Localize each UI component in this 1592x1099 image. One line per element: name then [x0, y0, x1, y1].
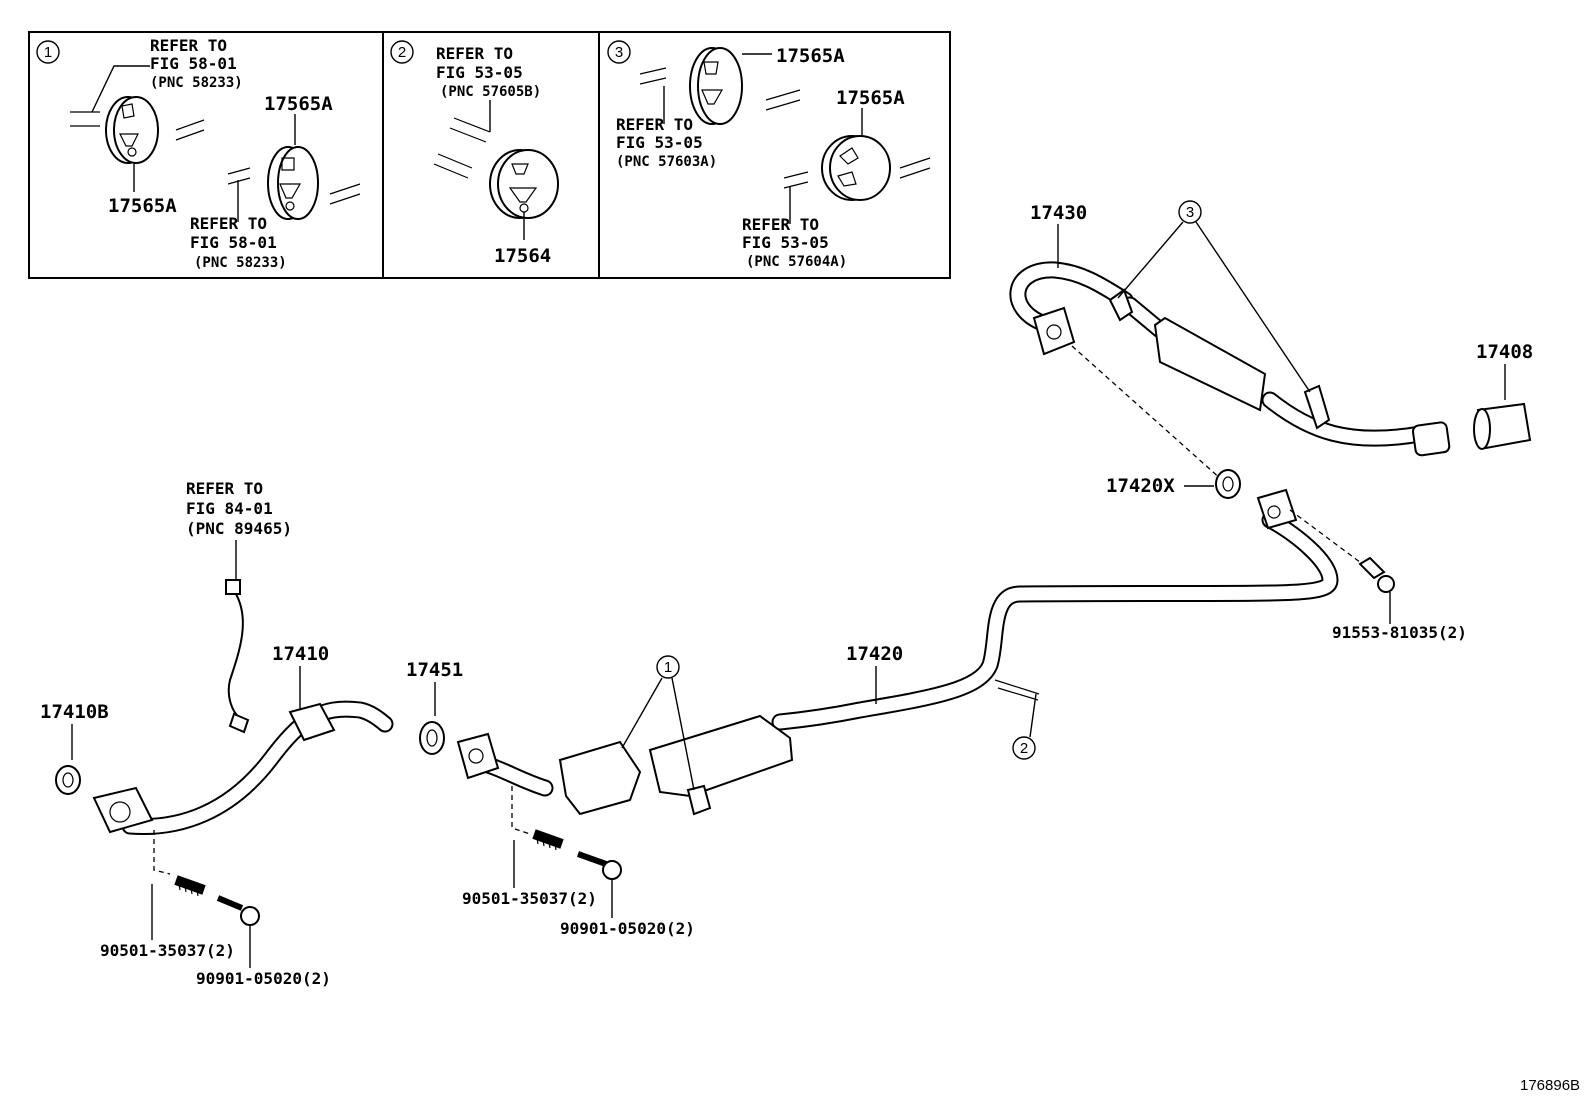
- callout-3: [1178, 200, 1202, 224]
- gasket-17451-icon: [419, 721, 445, 755]
- callout-2-label: 2: [1020, 740, 1028, 757]
- hanger-17565A-icon-d: [821, 135, 891, 201]
- part-17420X-label: 17420X: [1106, 475, 1175, 497]
- callout-2: [1012, 736, 1036, 760]
- callout-1-label: 1: [664, 659, 672, 676]
- detail-box-1: 1 REFER TO FIG 58-01 (PNC 58233) 17565A …: [28, 31, 384, 279]
- bolt-mid-icon: [576, 851, 622, 880]
- sensor-refer-to-label: REFER TO: [186, 479, 263, 498]
- refer-to-label: REFER TO: [150, 36, 227, 55]
- hanger-17565A-icon-b: [267, 146, 319, 220]
- part-91553-label: 91553-81035(2): [1332, 623, 1467, 642]
- gasket-17420X-icon: [1215, 469, 1241, 499]
- gasket-17410B-icon: [55, 765, 81, 795]
- detail-number-1: [36, 40, 60, 64]
- front-pipe-17410: [92, 700, 394, 836]
- part-17565A-label-b: 17565A: [264, 93, 333, 115]
- part-17565A-label: 17565A: [108, 195, 177, 217]
- refer-pnc-label: (PNC 57605B): [440, 84, 541, 100]
- detail-number-2: [390, 40, 414, 64]
- refer-to-label: REFER TO: [436, 44, 513, 63]
- part-17410-label: 17410: [272, 643, 329, 665]
- refer-fig-label-b: FIG 58-01: [190, 233, 277, 252]
- callout-1: [656, 655, 680, 679]
- refer-pnc-label-b: (PNC 58233): [194, 255, 287, 271]
- hanger-17564-icon: [489, 149, 559, 219]
- refer-fig-label: FIG 53-05: [616, 133, 703, 152]
- refer-fig-label: FIG 53-05: [436, 63, 523, 82]
- gasket-spring-mid-icon: [532, 829, 564, 851]
- gasket-mid-label: 90501-35037(2): [462, 889, 597, 908]
- refer-fig-label: FIG 58-01: [150, 54, 237, 73]
- bolt-91553-icon: [1358, 556, 1395, 593]
- refer-pnc-label-b: (PNC 57604A): [746, 254, 847, 270]
- muffler-body: [1153, 316, 1267, 412]
- refer-pnc-label: (PNC 58233): [150, 75, 243, 91]
- hanger-17565A-icon-c: [689, 47, 743, 125]
- detail-box-3: 3 17565A REFER TO FIG 53-05 (PNC 57603A)…: [598, 31, 951, 279]
- refer-to-label-b: REFER TO: [190, 214, 267, 233]
- detail-box-2: 2 REFER TO FIG 53-05 (PNC 57605B) 17564: [382, 31, 600, 279]
- part-17420-label: 17420: [846, 643, 903, 665]
- catalytic-converter-body: [648, 714, 794, 798]
- refer-pnc-label: (PNC 57603A): [616, 154, 717, 170]
- refer-fig-label-b: FIG 53-05: [742, 233, 829, 252]
- part-17565A-label-c: 17565A: [776, 45, 845, 67]
- sensor-refer-fig-label: FIG 84-01: [186, 499, 273, 518]
- bolt-mid-label: 90901-05020(2): [560, 919, 695, 938]
- gasket-left-label: 90501-35037(2): [100, 941, 235, 960]
- detail-number-3-label: 3: [615, 44, 623, 61]
- part-17451-label: 17451: [406, 659, 463, 681]
- gasket-spring-left-icon: [174, 875, 206, 897]
- tail-tip-17408-icon: [1473, 402, 1532, 450]
- part-17430-label: 17430: [1030, 202, 1087, 224]
- refer-to-label-b: REFER TO: [742, 215, 819, 234]
- part-17408-label: 17408: [1476, 341, 1533, 363]
- detail-number-1-label: 1: [44, 44, 52, 61]
- detail-number-2-label: 2: [398, 44, 406, 61]
- bolt-left-icon: [216, 895, 260, 926]
- diagram-id-label: 176896B: [1520, 1077, 1580, 1094]
- part-17564-label: 17564: [494, 245, 551, 267]
- oxygen-sensor-icon: [225, 579, 250, 734]
- sensor-refer-pnc-label: (PNC 89465): [186, 519, 292, 538]
- part-17565A-label-d: 17565A: [836, 87, 905, 109]
- tailpipe-assembly-17430: [1009, 261, 1451, 457]
- callout-3-label: 3: [1186, 204, 1194, 221]
- detail-number-3: [607, 40, 631, 64]
- bolt-left-label: 90901-05020(2): [196, 969, 331, 988]
- refer-to-label: REFER TO: [616, 115, 693, 134]
- center-pipe-17420: [456, 488, 1339, 816]
- part-17410B-label: 17410B: [40, 701, 109, 723]
- hanger-17565A-icon: [105, 96, 159, 164]
